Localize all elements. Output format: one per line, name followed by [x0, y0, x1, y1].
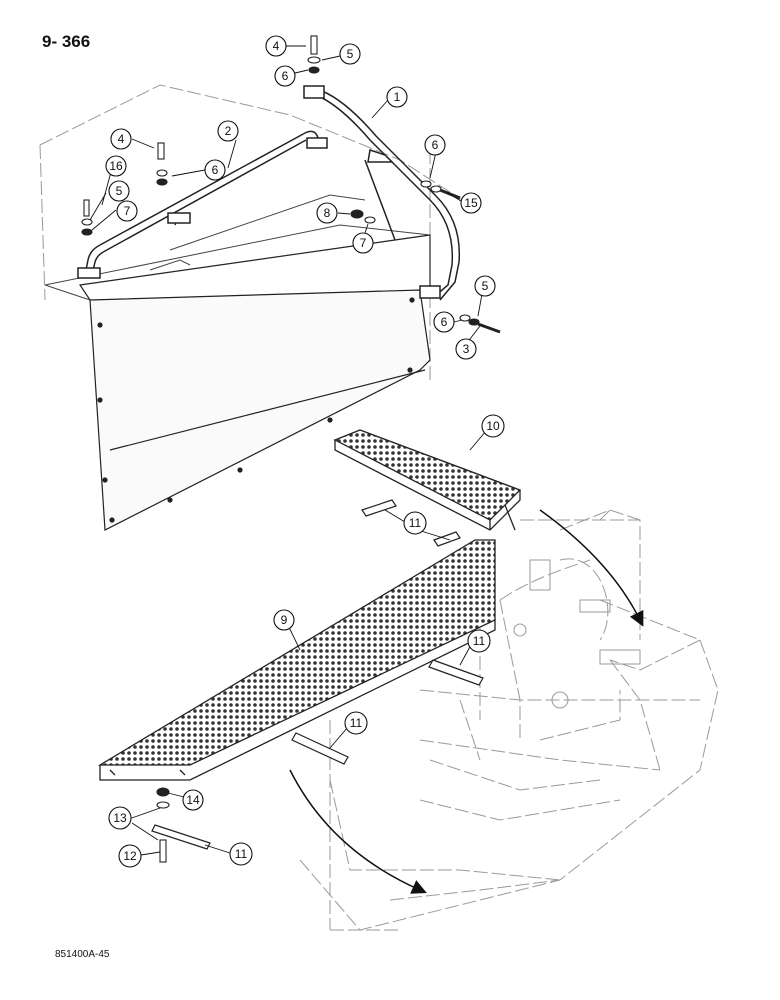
callout-1-text: 1: [394, 90, 401, 104]
top-panel-outline: [44, 194, 431, 301]
callout-9-text: 9: [281, 613, 288, 627]
callout-11: 11: [229, 842, 253, 866]
callout-12-text: 12: [123, 849, 137, 863]
callout-3-text: 3: [463, 342, 470, 356]
callout-10: 10: [481, 414, 505, 438]
callout-15: 15: [460, 192, 482, 214]
callout-6: 6: [274, 65, 296, 87]
callout-3: 3: [455, 338, 477, 360]
callout-5: 5: [108, 180, 130, 202]
callout-13-text: 13: [113, 811, 127, 825]
callout-10-text: 10: [486, 419, 500, 433]
callout-11-text: 11: [350, 716, 363, 730]
callout-14-text: 14: [186, 793, 200, 807]
callout-4-text: 4: [118, 132, 125, 146]
drawing-code: 851400A-45: [55, 949, 110, 960]
callout-7: 7: [352, 232, 374, 254]
callout-1: 1: [386, 86, 408, 108]
callout-6: 6: [433, 311, 455, 333]
callout-6-text: 6: [432, 138, 439, 152]
callout-16-text: 16: [109, 159, 123, 173]
callout-11: 11: [467, 629, 491, 653]
callout-12: 12: [118, 844, 142, 868]
callout-6-text: 6: [441, 315, 448, 329]
hardware: [81, 35, 501, 863]
callout-11: 11: [344, 711, 368, 735]
callout-4-text: 4: [273, 39, 280, 53]
callout-4: 4: [265, 35, 287, 57]
callout-7-text: 7: [124, 204, 131, 218]
callout-6: 6: [204, 159, 226, 181]
callout-6: 6: [424, 134, 446, 156]
step-9: [97, 539, 496, 781]
callout-8: 8: [316, 202, 338, 224]
machine-detail-ghost: [513, 559, 641, 709]
callout-15-text: 15: [464, 196, 478, 210]
callout-7: 7: [116, 200, 138, 222]
callout-6-text: 6: [282, 69, 289, 83]
callout-2: 2: [217, 120, 239, 142]
machine-frame-ghost: [39, 84, 719, 931]
callouts: 4 5 6 1 2 4 6 16 6 5 15 7 8 7 5 6 3 10 1…: [105, 35, 505, 868]
callout-11-text: 11: [473, 634, 486, 648]
handrail-2: [77, 130, 328, 279]
assembly-arrows: [289, 509, 644, 894]
callout-13: 13: [108, 806, 132, 830]
page-number: 9- 366: [42, 32, 91, 51]
callout-4: 4: [110, 128, 132, 150]
step-10: [333, 429, 522, 531]
callout-5-text: 5: [347, 47, 354, 61]
callout-5-text: 5: [482, 279, 489, 293]
callout-8-text: 8: [324, 206, 331, 220]
callout-2-text: 2: [225, 124, 232, 138]
handrail-1: [303, 85, 461, 301]
callout-6-text: 6: [212, 163, 219, 177]
callout-5: 5: [474, 275, 496, 297]
side-panel: [78, 234, 431, 531]
callout-9: 9: [273, 609, 295, 631]
callout-11-text: 11: [235, 847, 248, 861]
callout-5-text: 5: [116, 184, 123, 198]
callout-7-text: 7: [360, 236, 367, 250]
callout-14: 14: [182, 789, 204, 811]
callout-5: 5: [339, 43, 361, 65]
bracket-11: [151, 499, 484, 850]
callout-11-text: 11: [409, 516, 422, 530]
callout-16: 16: [105, 155, 127, 177]
callout-11: 11: [403, 511, 427, 535]
